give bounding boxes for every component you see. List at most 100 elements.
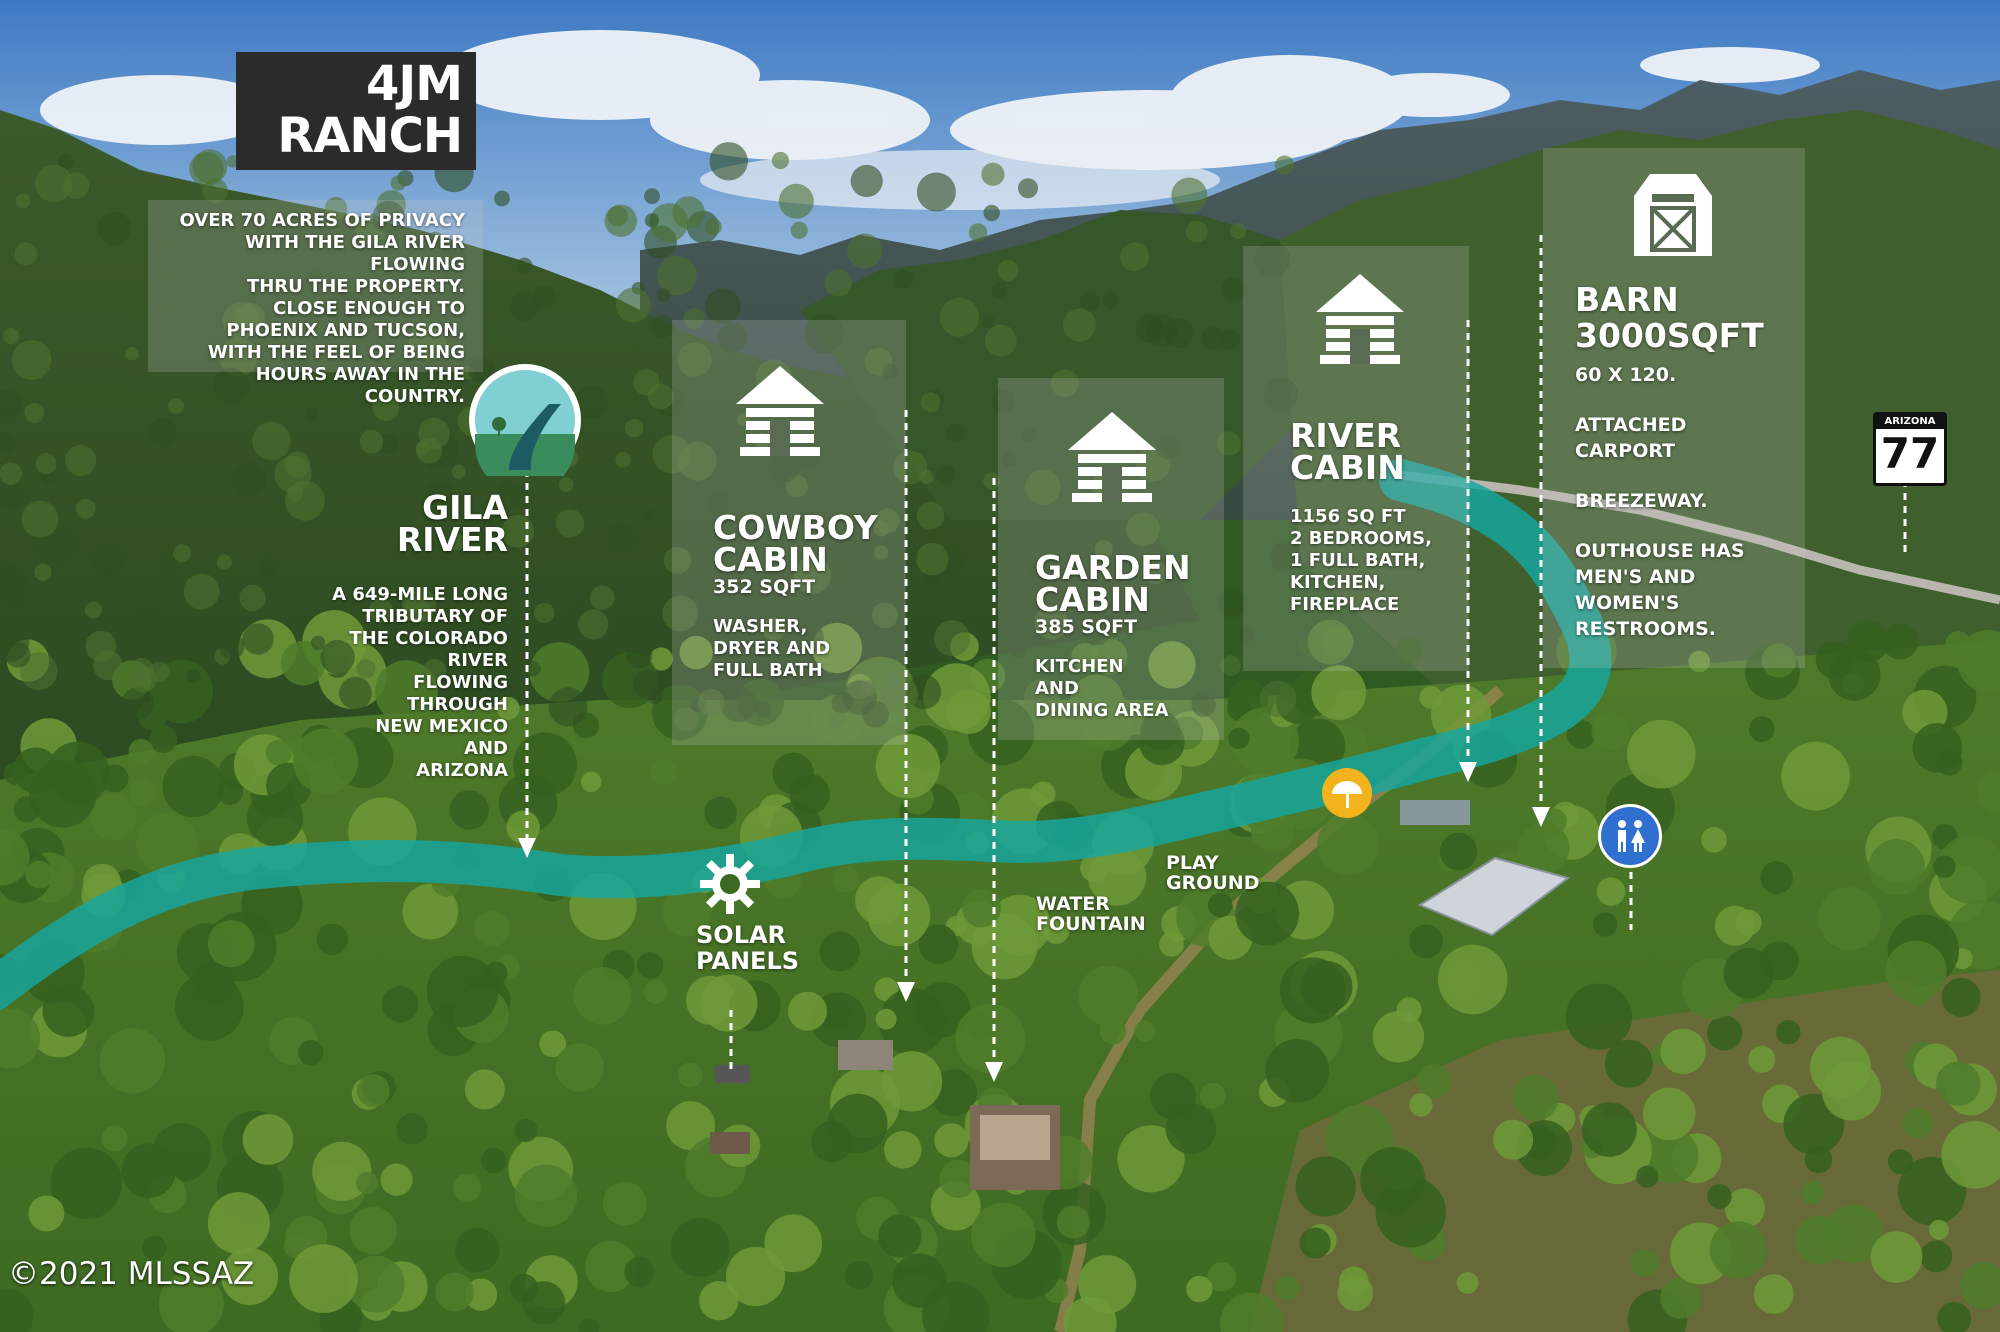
hillside-shrub <box>878 535 918 575</box>
hillside-shrub <box>232 462 267 498</box>
hillside-shrub <box>662 595 698 632</box>
tree <box>347 1255 405 1313</box>
gila-desc-line: FLOWING <box>413 672 508 693</box>
tree <box>573 967 632 1025</box>
hillside-shrub <box>219 337 258 377</box>
hillside-shrub <box>1220 655 1241 676</box>
tree <box>207 920 255 968</box>
tree <box>1885 940 1947 1002</box>
hillside-shrub <box>632 669 662 699</box>
tree <box>356 1171 379 1195</box>
tree <box>1235 881 1300 946</box>
hillside-shrub <box>14 242 38 266</box>
tree <box>42 985 95 1037</box>
tree <box>349 1206 397 1255</box>
tree <box>1828 648 1881 701</box>
hillside-shrub <box>555 509 585 538</box>
barn-desc-line: CARPORT <box>1575 440 1676 462</box>
hillside-shrub <box>121 687 155 720</box>
hillside-shrub <box>304 270 325 291</box>
hillside-shrub <box>717 322 748 353</box>
tree <box>918 924 959 964</box>
hillside-shrub <box>475 516 512 552</box>
hillside-shrub <box>168 398 185 415</box>
hillside-shrub <box>0 481 24 510</box>
tree <box>380 1163 413 1196</box>
hillside-shrub <box>1130 596 1151 617</box>
play-label-line: GROUND <box>1166 872 1260 894</box>
hillside-shrub <box>242 623 274 655</box>
tree <box>1920 1240 1953 1273</box>
hillside-shrub <box>778 648 796 667</box>
hillside-shrub <box>693 600 719 626</box>
hillside-shrub <box>1025 469 1061 505</box>
hillside-shrub <box>1259 680 1297 717</box>
hillside-shrub <box>525 660 541 677</box>
tree <box>677 1062 703 1088</box>
hillside-shrub <box>720 686 757 723</box>
tree <box>1902 1107 1933 1138</box>
hillside-shrub <box>1023 679 1061 716</box>
restroom-icon <box>1598 804 1662 868</box>
tree <box>1912 723 1963 773</box>
tree <box>99 1028 166 1094</box>
hillside-shrub <box>981 162 1005 186</box>
hillside-shrub <box>485 607 500 621</box>
tree <box>1088 847 1147 906</box>
hillside-shrub <box>1239 626 1255 642</box>
tree <box>1228 727 1250 750</box>
tree <box>649 647 673 671</box>
tree <box>1456 1272 1479 1294</box>
intro-panel <box>148 200 483 372</box>
tree <box>726 1246 786 1307</box>
tree <box>670 1218 730 1277</box>
barn-desc-line: RESTROOMS. <box>1575 618 1716 640</box>
tree <box>679 635 713 670</box>
tree <box>1627 719 1696 789</box>
tree <box>1630 1249 1659 1277</box>
tree <box>971 1202 1036 1268</box>
hillside-shrub <box>516 257 533 274</box>
tree <box>962 888 1002 928</box>
hillside-shrub <box>159 555 176 572</box>
hillside-shrub <box>448 669 488 709</box>
barn-icon <box>1630 166 1716 262</box>
tree <box>1360 1147 1426 1213</box>
hillside-shrub <box>62 172 90 199</box>
ranch-title: 4JM RANCH <box>277 58 463 162</box>
hillside-shrub <box>641 508 655 522</box>
hillside-shrub <box>183 573 220 610</box>
hillside-shrub <box>578 609 609 640</box>
gila-desc-line: A 649-MILE LONG <box>332 584 508 605</box>
hillside-shrub <box>1111 695 1128 712</box>
gila-title-1: GILA <box>422 488 508 527</box>
hillside-shrub <box>548 687 588 727</box>
hillside-shrub <box>226 155 239 168</box>
gila-desc-line: ARIZONA <box>416 760 508 781</box>
tree <box>242 1114 294 1165</box>
gila-river-path <box>0 459 1612 1012</box>
hillside-shrub <box>1191 692 1216 717</box>
pointer-lines <box>525 235 1907 1070</box>
solar-panels-label: SOLAR PANELS <box>696 922 799 974</box>
tree <box>357 1074 390 1108</box>
tree <box>1439 832 1478 871</box>
hillside-shrub <box>771 151 790 170</box>
tree <box>509 1274 539 1303</box>
gear-icon <box>698 852 762 920</box>
play-label-line: PLAY <box>1166 852 1219 874</box>
tree <box>12 747 59 794</box>
hillside-shrub <box>0 390 22 418</box>
hillside-shrub <box>663 546 692 574</box>
tree <box>1660 1028 1706 1075</box>
hillside-shrub <box>605 522 636 552</box>
tree <box>1372 1011 1425 1063</box>
hillside-shrub <box>1120 242 1149 272</box>
tree <box>1781 741 1850 811</box>
ranch-buildings <box>710 800 1571 1190</box>
hillside-shrub <box>1143 561 1167 585</box>
hillside-shrub <box>824 269 852 297</box>
tree <box>1960 1262 2000 1309</box>
hillside-shrub <box>21 500 59 538</box>
river-cabin-desc-line: FIREPLACE <box>1290 594 1400 615</box>
